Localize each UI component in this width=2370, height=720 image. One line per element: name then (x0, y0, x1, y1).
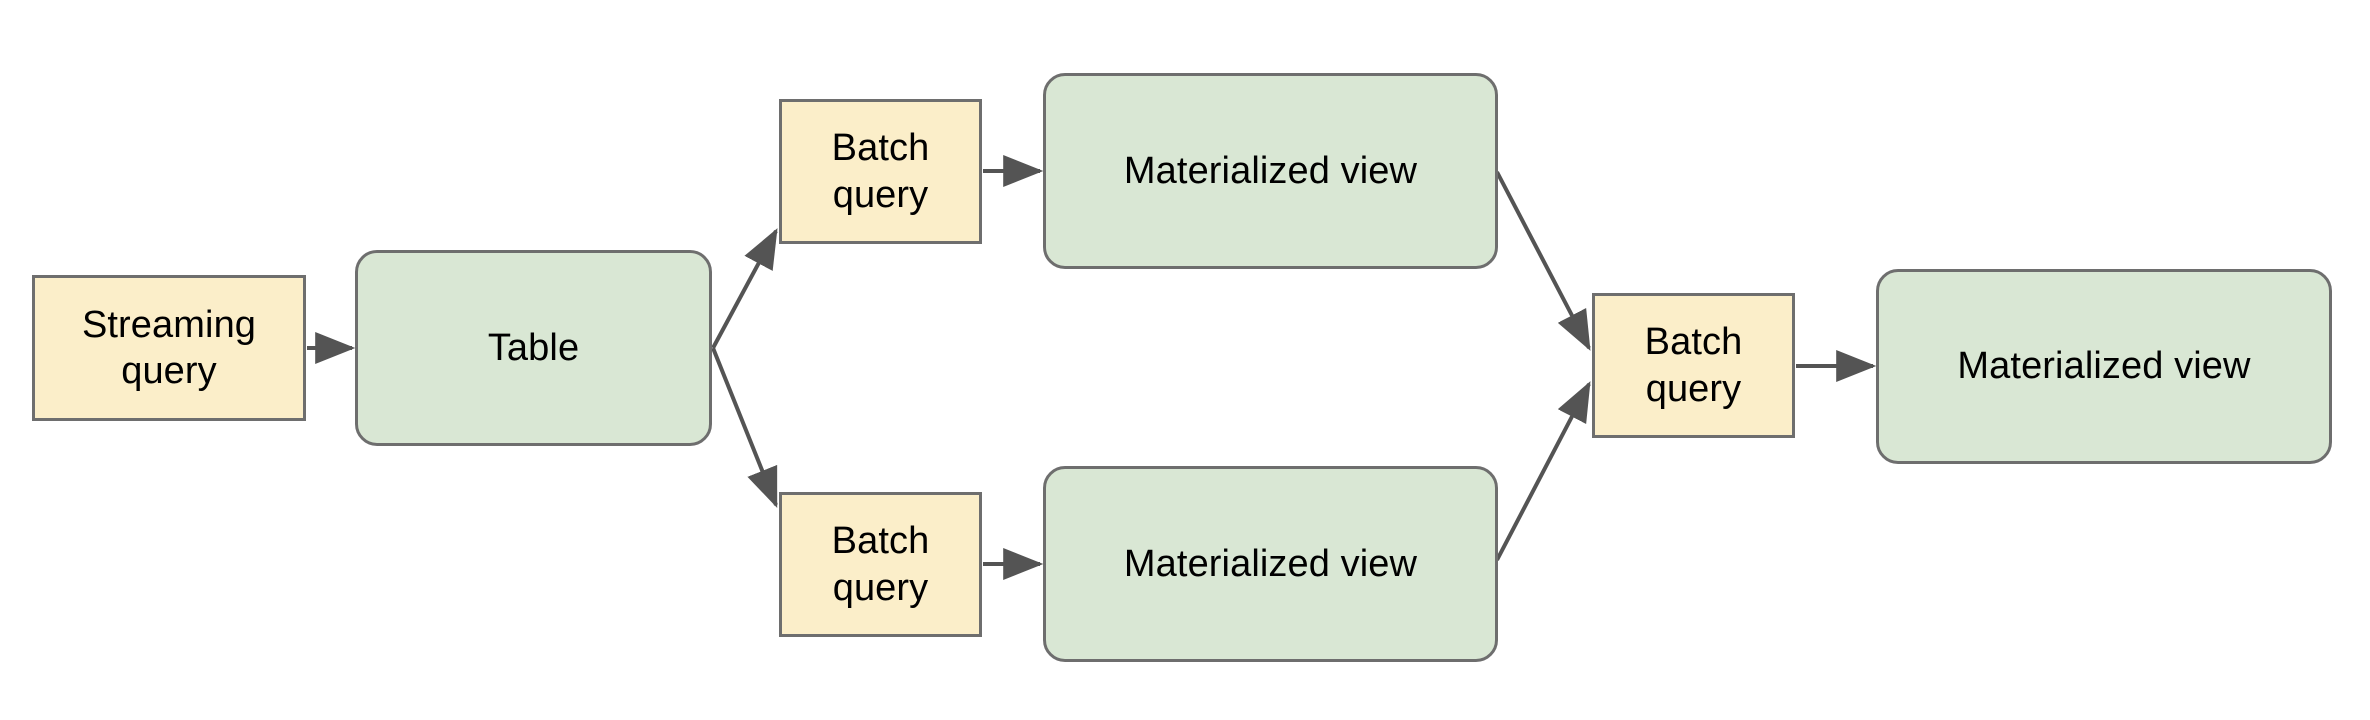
node-streaming-query-label: Streaming query (81, 303, 257, 392)
node-table[interactable]: Table (355, 250, 712, 446)
edge-table-to-batch-top (711, 228, 778, 349)
edge-mv-top-to-merge (1495, 171, 1591, 351)
node-batch-query-merge-label: Batch query (1644, 321, 1743, 410)
node-materialized-view-top-label: Materialized view (1123, 149, 1418, 192)
node-materialized-view-final-label: Materialized view (1957, 345, 2251, 388)
edge-table-to-batch-bottom (711, 347, 778, 508)
edge-mv-bottom-to-merge (1495, 381, 1591, 561)
node-batch-query-top[interactable]: Batch query (779, 99, 982, 244)
node-batch-query-bottom-label: Batch query (831, 520, 930, 609)
node-batch-query-top-label: Batch query (831, 127, 930, 216)
node-materialized-view-final[interactable]: Materialized view (1876, 269, 2332, 464)
node-batch-query-merge[interactable]: Batch query (1592, 293, 1795, 438)
node-table-label: Table (487, 326, 580, 369)
node-materialized-view-bottom[interactable]: Materialized view (1043, 466, 1498, 662)
node-streaming-query[interactable]: Streaming query (32, 275, 306, 421)
node-batch-query-bottom[interactable]: Batch query (779, 492, 982, 637)
node-materialized-view-top[interactable]: Materialized view (1043, 73, 1498, 269)
node-materialized-view-bottom-label: Materialized view (1123, 542, 1418, 585)
